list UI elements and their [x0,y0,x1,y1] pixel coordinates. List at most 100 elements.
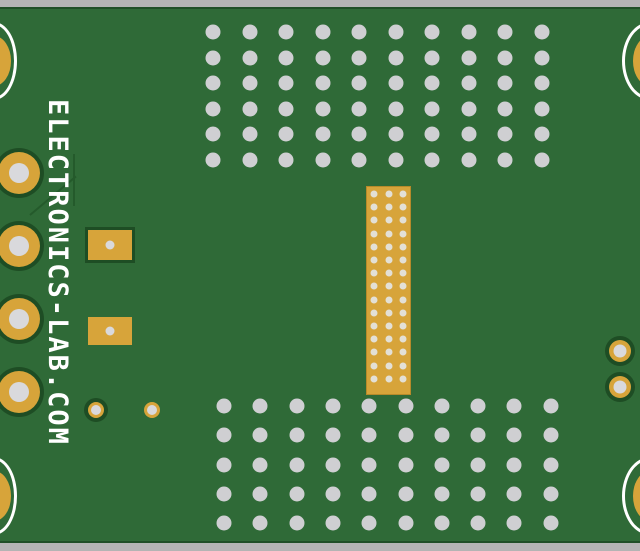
via [470,427,486,443]
via [361,427,377,443]
via [252,457,268,473]
via [461,101,476,116]
header-pin [399,348,407,356]
header-pin [385,269,392,277]
via [351,50,367,65]
via [242,24,257,40]
via [325,427,341,443]
header-pin [370,216,378,224]
header-pin [385,309,392,317]
header-pin [385,203,392,211]
mounting-hole [0,457,17,535]
via [506,427,522,443]
header-pin [385,296,392,304]
via [534,50,549,65]
header-pin [385,322,392,330]
via [216,398,232,414]
smd-pad [88,317,132,345]
header-pin [370,309,378,317]
via [434,515,450,531]
via [289,515,305,531]
via [242,101,257,116]
via [361,515,377,531]
via [461,152,476,167]
via [315,50,330,65]
via [216,427,232,443]
via [278,101,294,116]
via [534,152,549,167]
header-pin [385,243,392,251]
via [506,398,522,414]
mounting-hole [0,22,17,100]
via [325,398,341,414]
header-pin [370,335,378,343]
header-pin [399,362,407,370]
via [398,398,413,414]
header-pin [399,243,407,251]
via [252,427,268,443]
via [543,398,559,414]
via [424,50,440,65]
via [506,515,522,531]
small-via-pad [609,340,631,362]
small-via-pad [88,402,104,418]
via [242,126,257,142]
header-pin [399,282,407,290]
via [315,101,330,116]
via [398,457,413,473]
via [434,457,450,473]
via [351,126,367,142]
via [278,24,294,40]
via [388,152,403,167]
via [289,486,305,502]
header-pin [399,256,407,264]
via [289,427,305,443]
header-pin [370,230,378,238]
header-pin [385,230,392,238]
header-pin [385,190,392,198]
via [543,515,559,531]
header-pin [399,322,407,330]
via [361,457,377,473]
small-via-pad [609,376,631,398]
header-pin [399,230,407,238]
header-pin [385,256,392,264]
header-pin [370,282,378,290]
via [278,152,294,167]
via [351,152,367,167]
header-pin [370,190,378,198]
via [242,50,257,65]
via [278,75,294,91]
via [315,24,330,40]
via [506,457,522,473]
via [424,126,440,142]
pin-header [366,186,411,395]
via [278,126,294,142]
via [470,457,486,473]
via [252,398,268,414]
silkscreen-label: ELECTRONICS-LAB.COM [42,99,73,446]
header-pin [399,309,407,317]
via [543,427,559,443]
via [543,457,559,473]
header-pin [385,335,392,343]
via [506,486,522,502]
via [216,486,232,502]
via [216,457,232,473]
via [205,126,221,142]
mounting-hole [622,22,640,100]
via [497,101,513,116]
header-pin [399,190,407,198]
via [461,126,476,142]
via [434,398,450,414]
via [388,126,403,142]
header-pin [370,203,378,211]
via [325,457,341,473]
via [461,75,476,91]
via [361,486,377,502]
header-pin [399,296,407,304]
header-pin [370,362,378,370]
via [424,101,440,116]
header-pin [399,203,407,211]
via [388,101,403,116]
